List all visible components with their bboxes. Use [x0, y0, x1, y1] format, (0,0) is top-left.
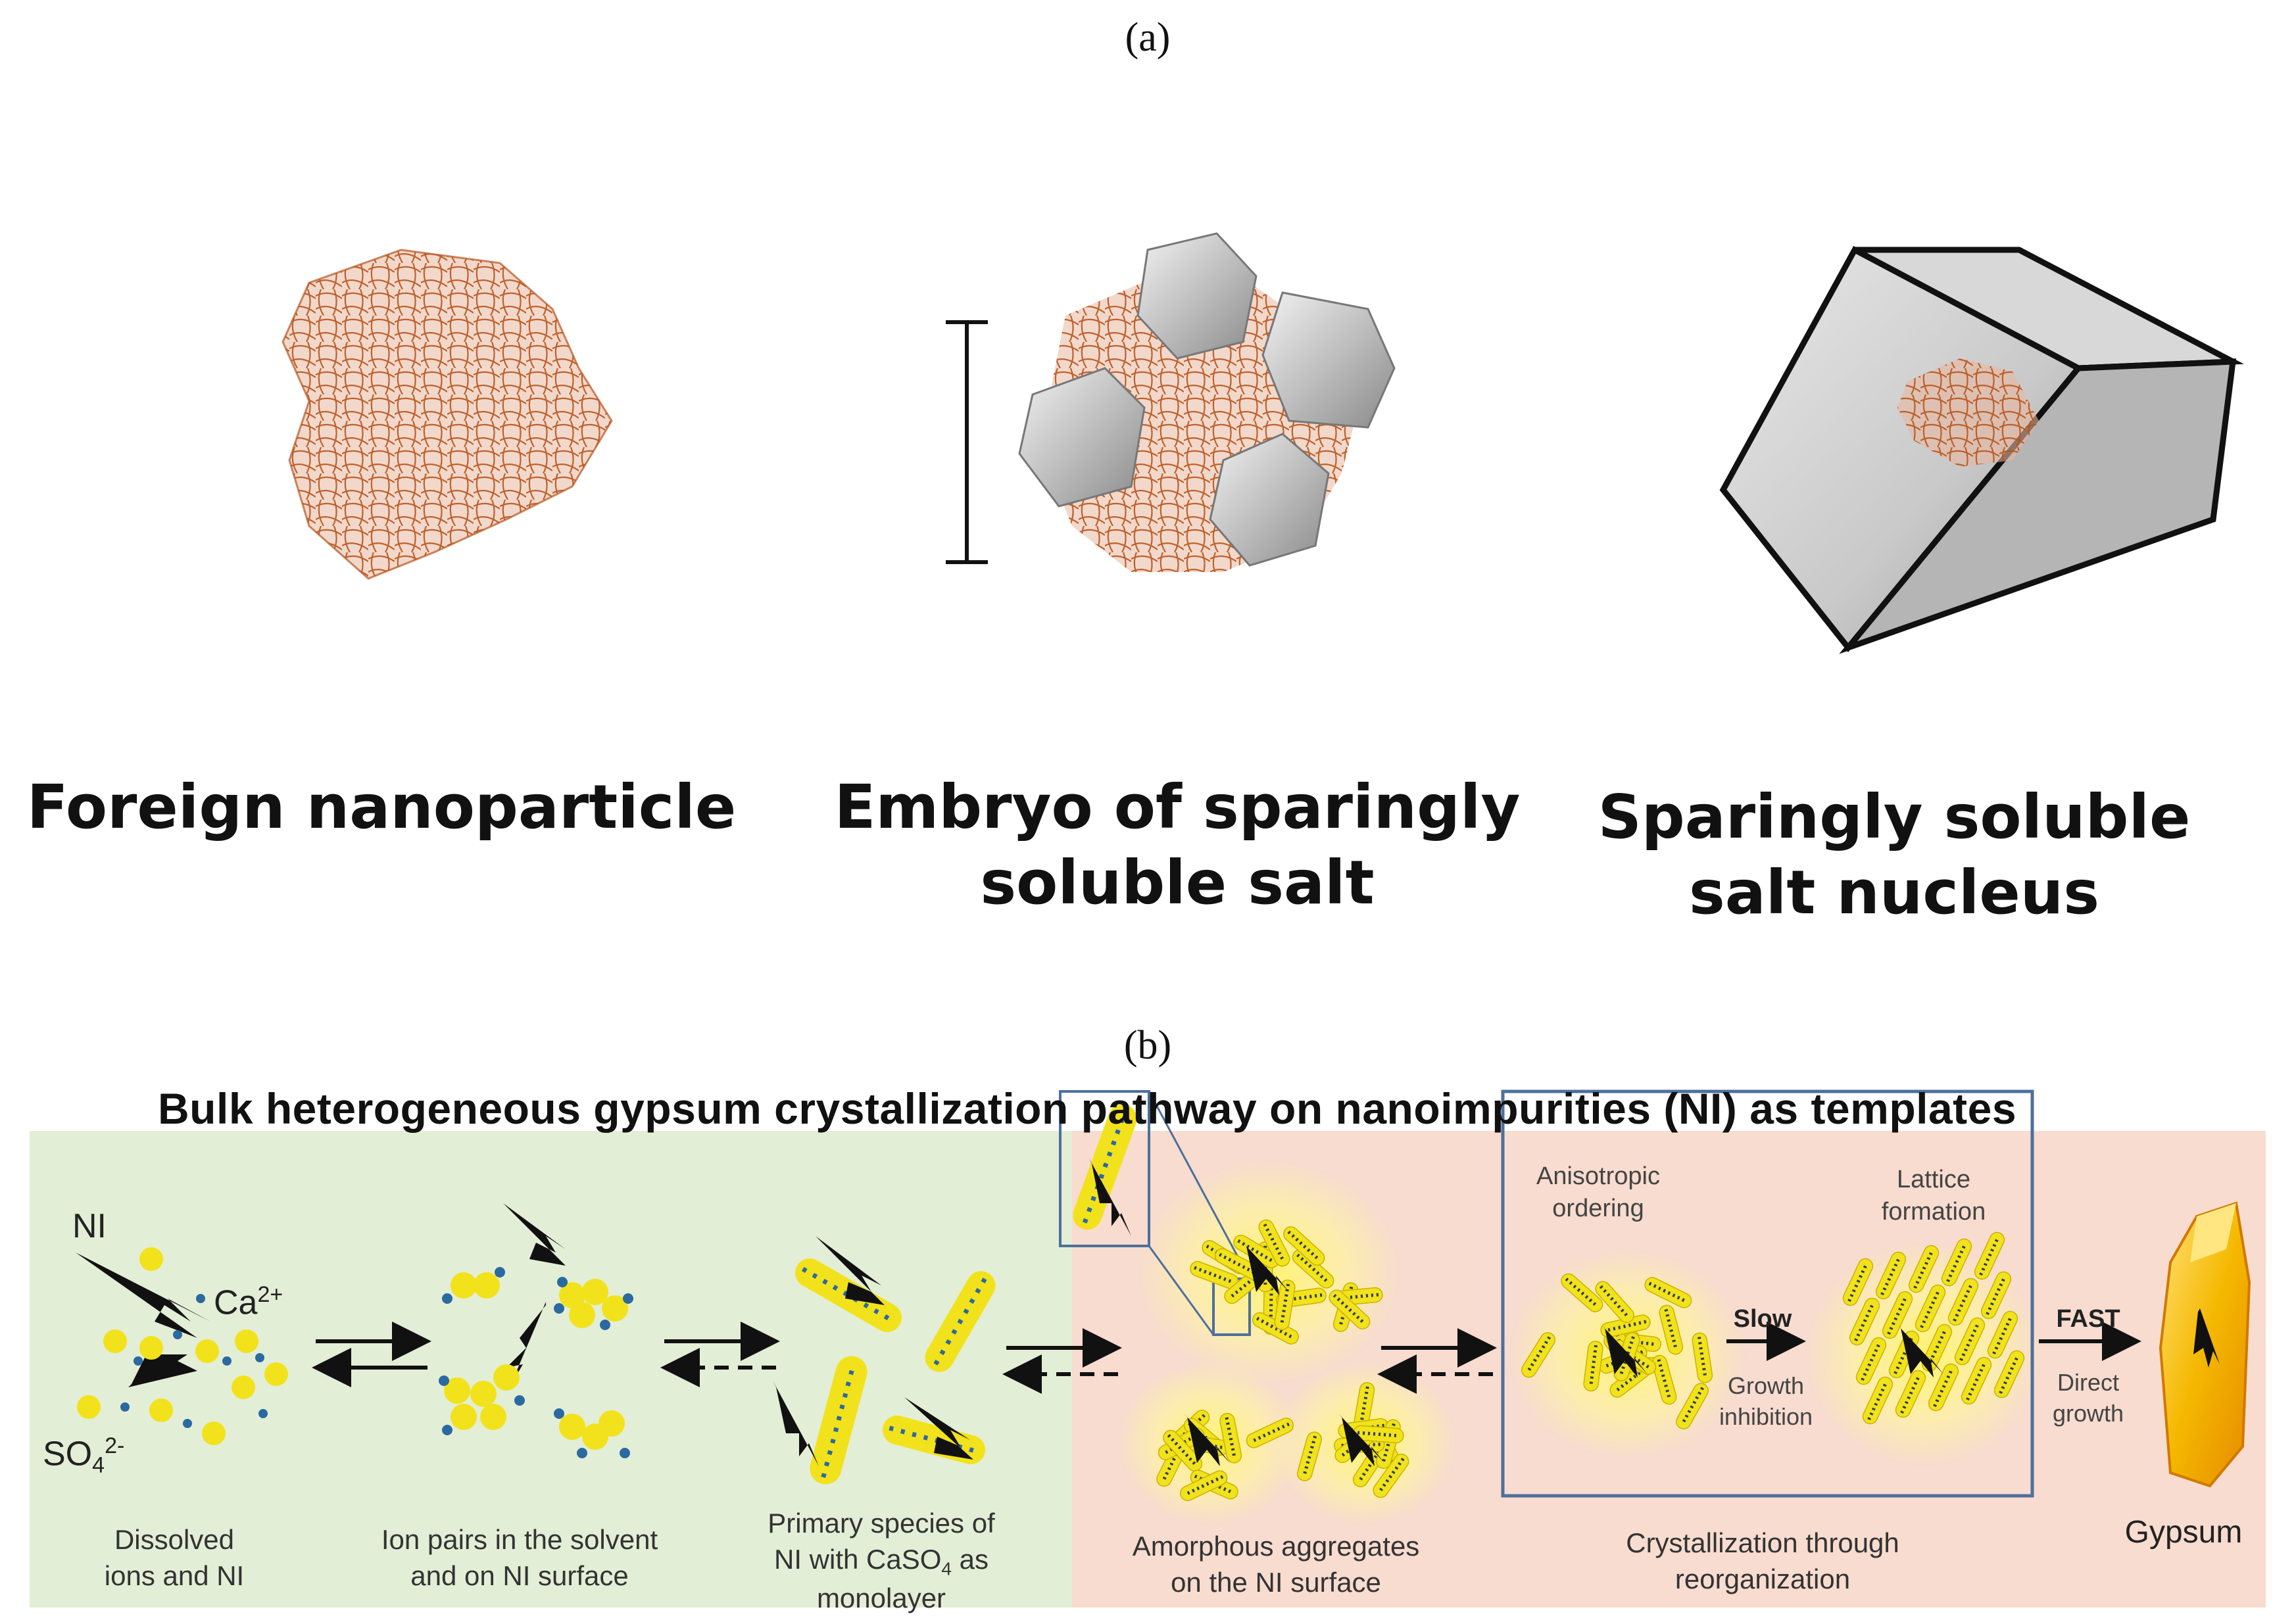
- rod: [1274, 1279, 1296, 1331]
- stage2-ion-pairs: [439, 1203, 633, 1458]
- panel-b-label: (b): [1123, 1023, 1172, 1068]
- stage3-primary-species: [773, 1236, 996, 1485]
- anisotropic-cluster: [1521, 1273, 1713, 1429]
- zoom-box-small: [1059, 1090, 1150, 1247]
- gypsum-crystal: [2159, 1201, 2251, 1488]
- label-so4: SO42-: [43, 1433, 125, 1478]
- foreign-nanoparticle: [281, 249, 613, 580]
- panel-b-title: Bulk heterogeneous gypsum crystallizatio…: [158, 1084, 2017, 1133]
- equilibrium-arrows: [312, 1322, 2141, 1394]
- salt-cube-1: [1136, 232, 1258, 360]
- rod: [1954, 1317, 1986, 1366]
- lattice-cluster: [1842, 1231, 2025, 1425]
- label-ni: NI: [72, 1207, 107, 1245]
- rod: [1676, 1383, 1709, 1429]
- rod: [1855, 1337, 1887, 1385]
- rod: [1329, 1289, 1371, 1329]
- caption-embryo: Embryo of sparingly soluble salt: [816, 769, 1539, 920]
- rod: [1283, 1226, 1325, 1266]
- rod: [1659, 1304, 1684, 1355]
- caption-nucleus-line2: salt nucleus: [1688, 857, 2100, 928]
- reorganization-box: [1501, 1089, 2034, 1498]
- rod: [1644, 1277, 1692, 1308]
- panel-a-label: (a): [1125, 15, 1171, 60]
- caption-embryo-line1: Embryo of sparingly: [834, 772, 1521, 842]
- caption-nucleus-line1: Sparingly soluble: [1598, 782, 2191, 852]
- rod: [1928, 1363, 1959, 1412]
- rod: [1692, 1332, 1713, 1383]
- rod: [1163, 1429, 1203, 1472]
- salt-cube-2: [1261, 291, 1396, 429]
- rod: [1373, 1453, 1409, 1498]
- rod: [1219, 1413, 1242, 1464]
- rod: [1849, 1297, 1880, 1346]
- scale-bar: [946, 320, 988, 564]
- rod: [1882, 1291, 1913, 1339]
- stage6-caption: Gypsum: [2124, 1515, 2243, 1550]
- label-fast: FAST: [2056, 1305, 2120, 1333]
- caption-foreign-nanoparticle: Foreign nanoparticle: [26, 772, 737, 842]
- stage3-caption: Primary species of NI with CaSO4 as mono…: [768, 1508, 995, 1614]
- ni-template-icon: [1338, 1414, 1384, 1466]
- aggregate-cluster-right: [1296, 1382, 1409, 1498]
- rod: [1980, 1271, 2012, 1320]
- rod: [1895, 1370, 1926, 1418]
- rod: [1296, 1431, 1323, 1481]
- rod: [1974, 1231, 2005, 1280]
- rod: [1875, 1251, 1907, 1300]
- rod: [1258, 1219, 1290, 1267]
- rod: [1561, 1273, 1603, 1312]
- caption-nucleus: Sparingly soluble salt nucleus: [1565, 779, 2223, 930]
- aggregate-cluster-top: [1190, 1219, 1383, 1345]
- embryo-cluster: [1018, 232, 1396, 572]
- rod: [1947, 1278, 1979, 1326]
- rod: [1842, 1258, 1874, 1306]
- salt-cube-4: [1209, 433, 1330, 567]
- rod: [1651, 1354, 1677, 1405]
- salt-cube-3: [1018, 367, 1146, 508]
- rod: [1583, 1341, 1603, 1392]
- rod: [1246, 1418, 1294, 1448]
- rod: [1961, 1356, 1992, 1405]
- ni-template-icon: [1897, 1325, 1943, 1377]
- label-slow: Slow: [1733, 1305, 1792, 1333]
- ni-template-icon: [1243, 1243, 1289, 1295]
- salt-nucleus-crystal: [1719, 245, 2244, 654]
- rod: [1915, 1284, 1946, 1333]
- rod: [1941, 1238, 1972, 1287]
- rod: [1908, 1245, 1940, 1293]
- aggregate-cluster-left: [1156, 1410, 1294, 1501]
- ni-template-icon: [1184, 1414, 1230, 1466]
- ni-template-icon: [1601, 1325, 1648, 1377]
- rod: [1521, 1332, 1556, 1378]
- stage-bg-green: [30, 1131, 1072, 1608]
- rod: [1180, 1470, 1228, 1501]
- label-ca: Ca2+: [214, 1282, 283, 1322]
- stage1-ions: [76, 1247, 288, 1445]
- caption-embryo-line2: soluble salt: [980, 848, 1375, 918]
- rod: [1595, 1281, 1634, 1324]
- rod: [1862, 1376, 1893, 1425]
- rod: [1993, 1350, 2025, 1398]
- zoomed-rod: [1073, 1104, 1137, 1230]
- rod: [1987, 1310, 2018, 1359]
